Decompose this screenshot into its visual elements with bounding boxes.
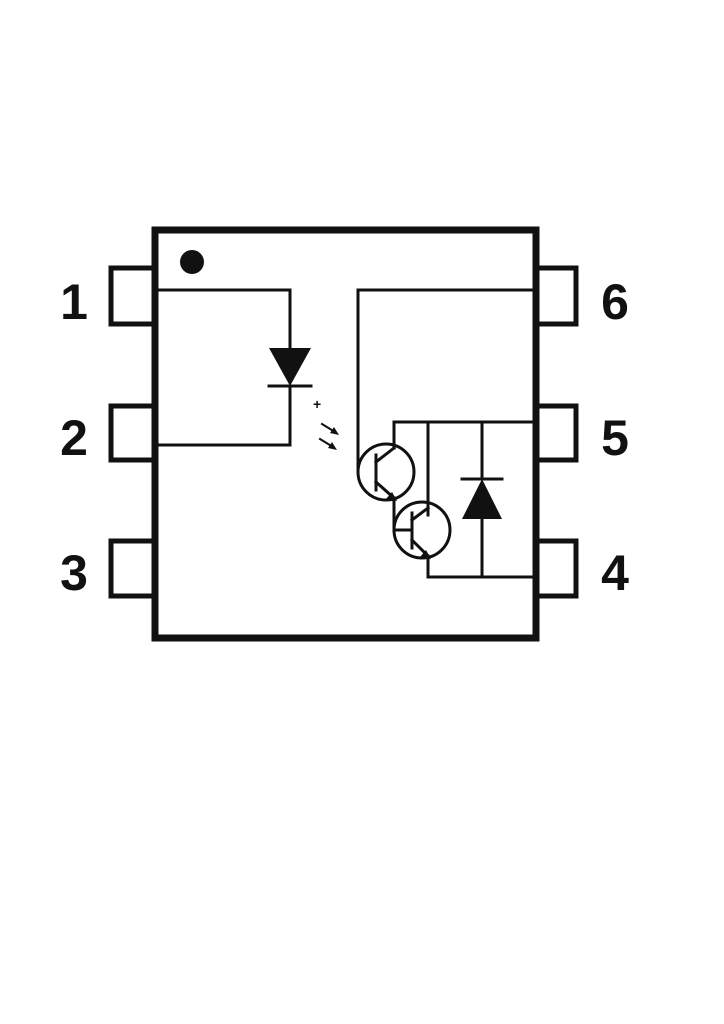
transistor-q1-envelope <box>356 442 416 502</box>
pin-6 <box>533 265 579 327</box>
transistor-q1-collector <box>373 445 397 465</box>
pin-4-lead <box>533 538 579 599</box>
wire-pin6-to-base <box>356 288 535 472</box>
wire-pin5-collector-rail <box>392 420 535 450</box>
transistor-q2-collector <box>409 505 431 523</box>
pin-number-4: 4 <box>601 545 629 601</box>
protection-diode-triangle <box>462 479 502 519</box>
wire-pin4-emitter-rail <box>426 554 535 579</box>
led-wire-cathode <box>156 384 292 447</box>
pin-number-5: 5 <box>601 410 629 466</box>
pin-1 <box>108 265 158 327</box>
pin-number-3: 3 <box>60 545 88 601</box>
led-wire-anode <box>156 288 292 352</box>
pin-3-lead <box>108 538 158 599</box>
darlington-phototransistor <box>356 288 535 579</box>
pin-3 <box>108 538 158 599</box>
pin-1-lead <box>108 265 158 327</box>
led-diode-triangle <box>269 348 311 386</box>
pin-2 <box>108 403 158 463</box>
light-arrow-1-head <box>330 427 339 435</box>
pin1-indicator-dot <box>180 250 204 274</box>
light-arrow-2-head <box>328 442 337 450</box>
pin-5-lead <box>533 403 579 463</box>
protection-diode <box>460 477 504 519</box>
pin-number-6: 6 <box>601 274 629 330</box>
pin-5 <box>533 403 579 463</box>
pin-4 <box>533 538 579 599</box>
led-emitter: + <box>156 288 321 447</box>
pin-number-1: 1 <box>60 274 88 330</box>
pin-2-lead <box>108 403 158 463</box>
light-emission-arrows <box>318 422 339 450</box>
pin-6-lead <box>533 265 579 327</box>
pin-number-2: 2 <box>60 410 88 466</box>
led-polarity-mark: + <box>313 396 321 412</box>
